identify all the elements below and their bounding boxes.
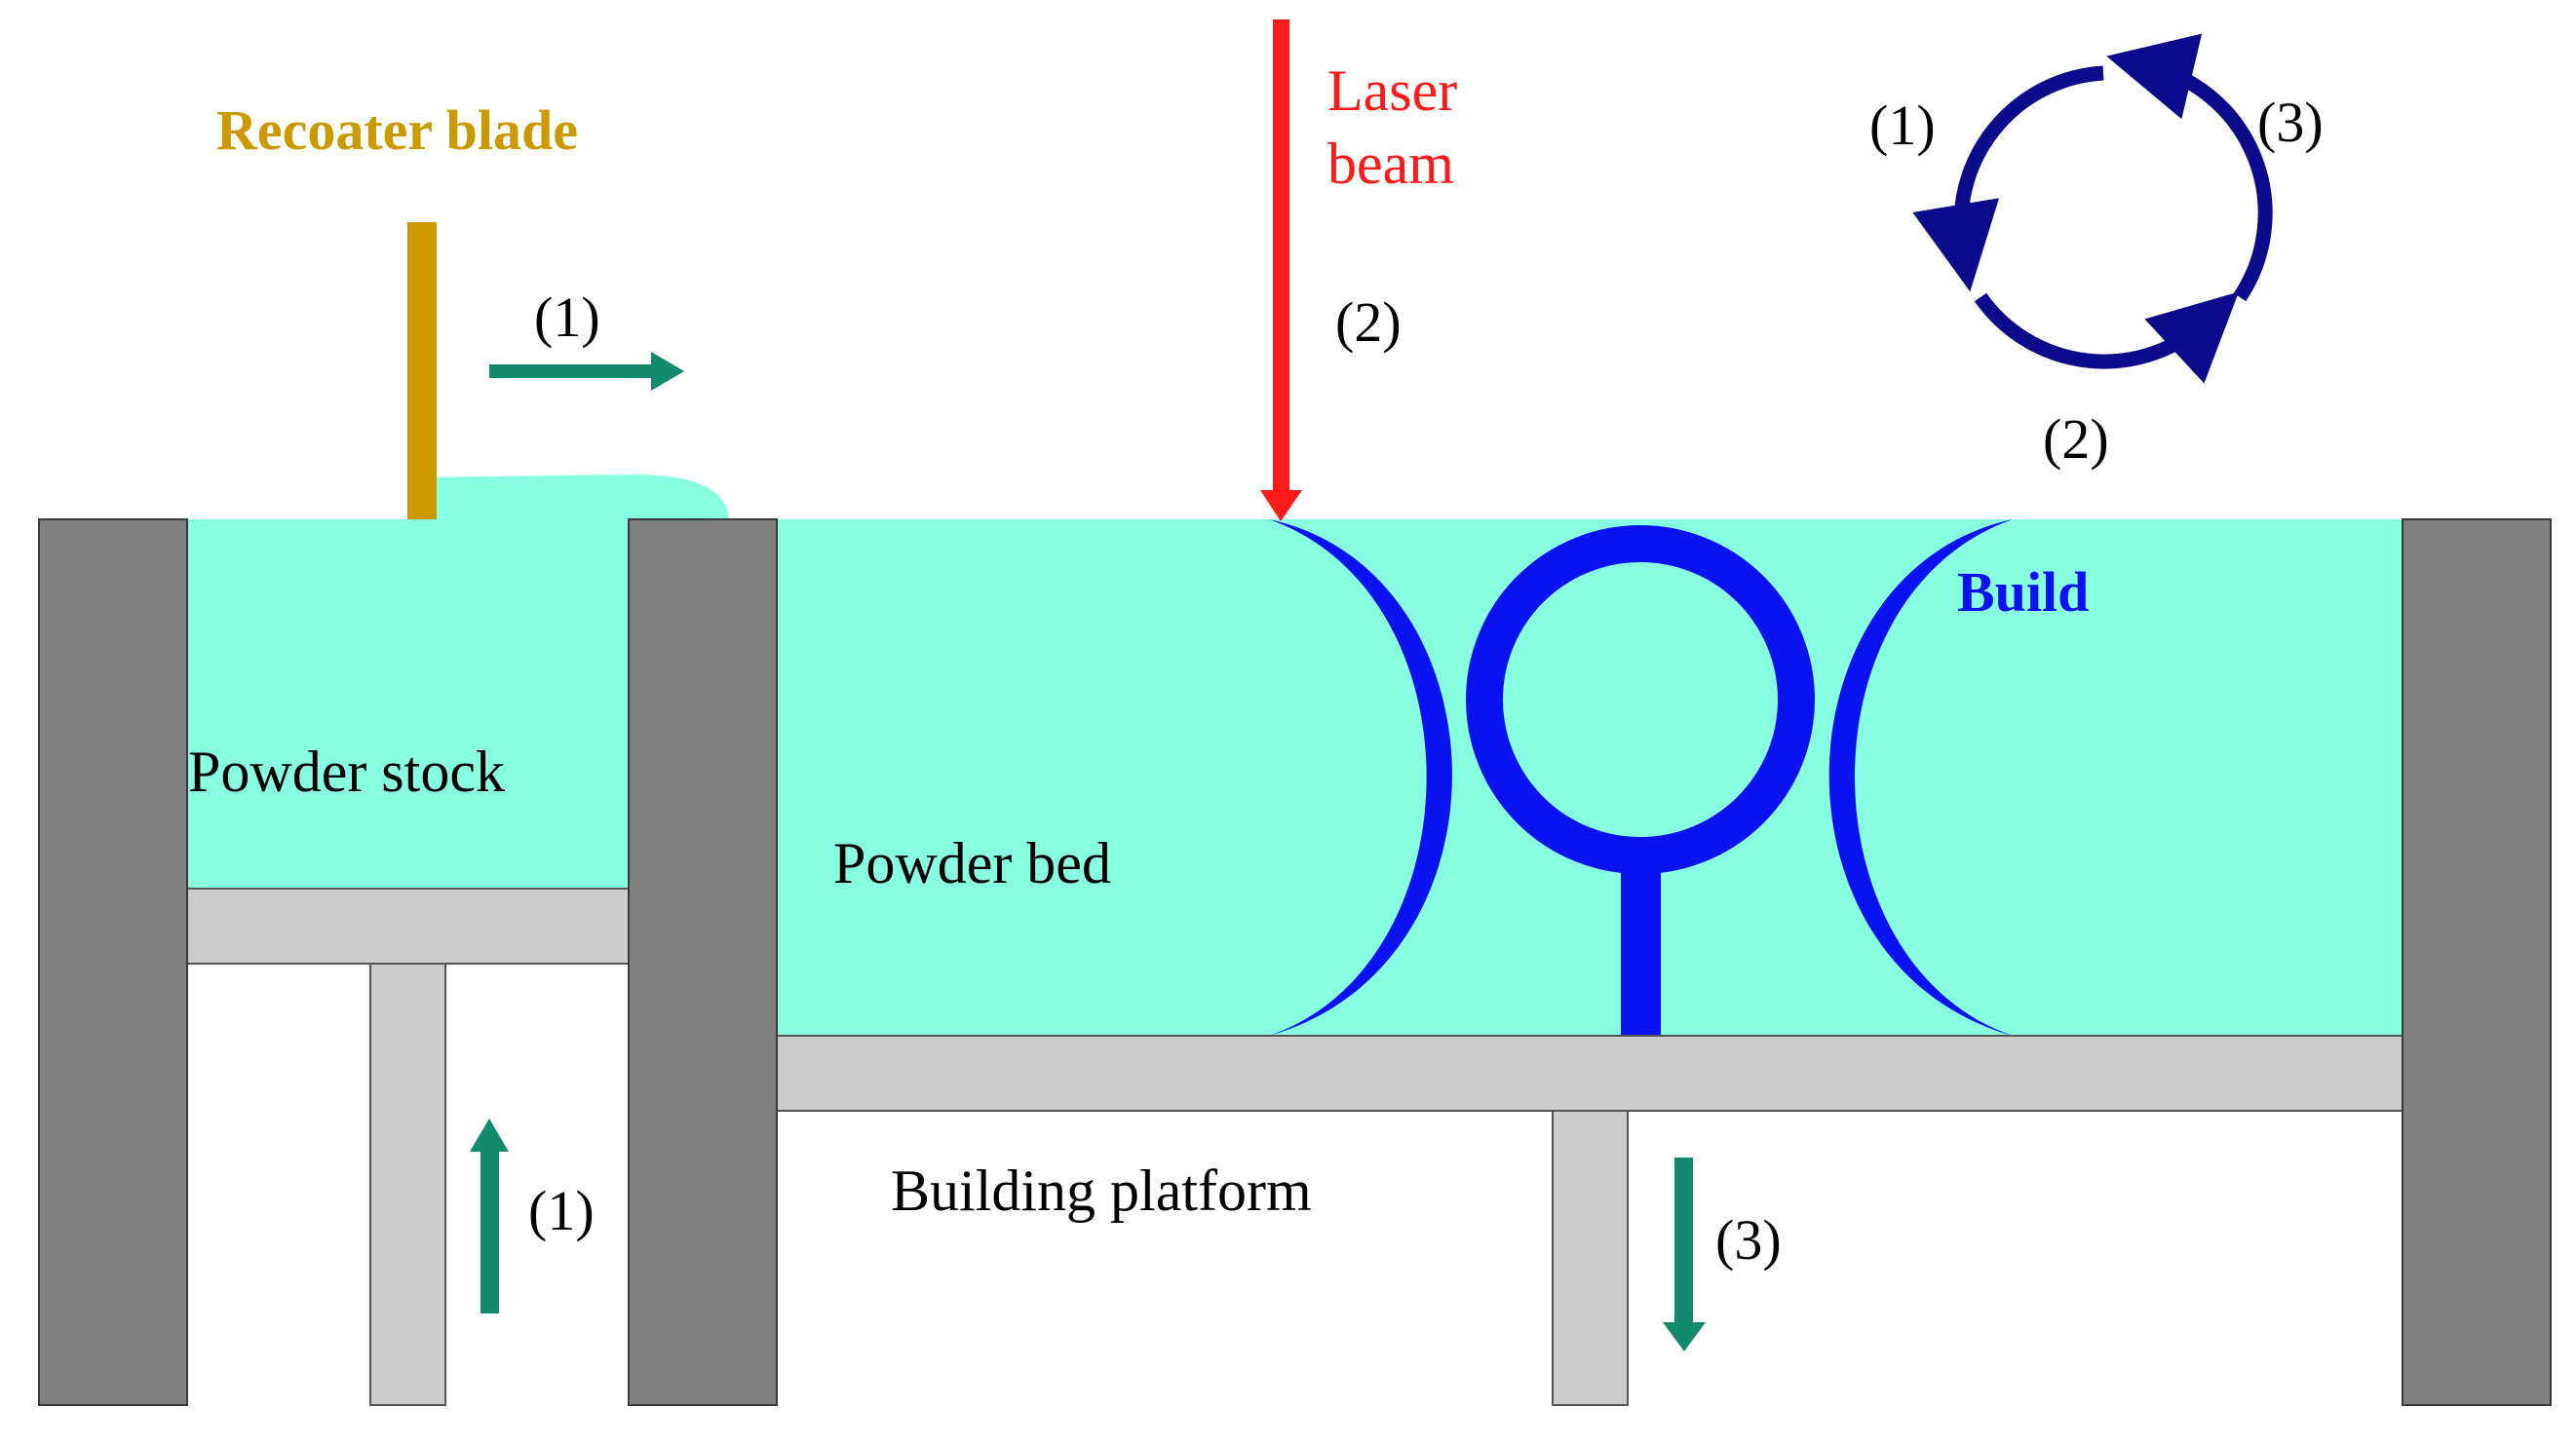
stock-piston-up-arrow <box>470 1119 509 1313</box>
powder-stock-fill <box>185 519 630 890</box>
build-stem <box>1621 855 1661 1036</box>
arrow-right-icon <box>489 364 655 378</box>
build-left-crescent <box>1269 519 1452 1036</box>
platform-down-arrow <box>1663 1158 1706 1351</box>
arrow-down-icon <box>1674 1158 1693 1325</box>
cycle-arrow-2 <box>1974 291 2240 384</box>
right-wall <box>2402 518 2552 1406</box>
cycle-step-2-label: (2) <box>2043 407 2109 471</box>
platform-step-label: (3) <box>1715 1208 1782 1272</box>
arrow-down-icon <box>1260 490 1302 521</box>
recoat-step-label: (1) <box>534 285 600 349</box>
powder-stock-label: Powder stock <box>188 740 505 804</box>
powder-bed-label: Powder bed <box>833 831 1111 895</box>
arrow-up-icon <box>481 1150 499 1313</box>
building-platform <box>776 1035 2403 1112</box>
stock-platform <box>184 888 631 965</box>
laser-beam-label-line2: beam <box>1327 132 1454 196</box>
left-wall <box>38 518 188 1406</box>
cycle-step-1-label: (1) <box>1869 94 1936 157</box>
stock-piston-rod <box>369 963 446 1406</box>
build-part <box>1269 519 2013 1036</box>
cycle-icon <box>1912 33 2273 384</box>
recoat-arrow <box>489 352 684 391</box>
cycle-arrow-3 <box>2106 33 2273 302</box>
stock-piston-step-label: (1) <box>528 1179 595 1242</box>
middle-wall <box>628 518 778 1406</box>
build-piston-rod <box>1552 1110 1629 1406</box>
laser-step-label: (2) <box>1335 290 1402 354</box>
laser-beam <box>1260 19 1302 521</box>
building-platform-label: Building platform <box>891 1159 1312 1223</box>
cycle-step-3-label: (3) <box>2257 91 2324 154</box>
laser-beam-label-line1: Laser <box>1327 58 1457 123</box>
cycle-arrow-1 <box>1912 65 2104 292</box>
build-right-crescent <box>1828 519 2013 1036</box>
recoated-powder-heap <box>407 475 729 519</box>
recoater-blade <box>407 222 437 519</box>
recoater-blade-label: Recoater blade <box>216 98 578 162</box>
build-label: Build <box>1957 560 2089 624</box>
powder-bed-fill <box>777 519 2403 1036</box>
